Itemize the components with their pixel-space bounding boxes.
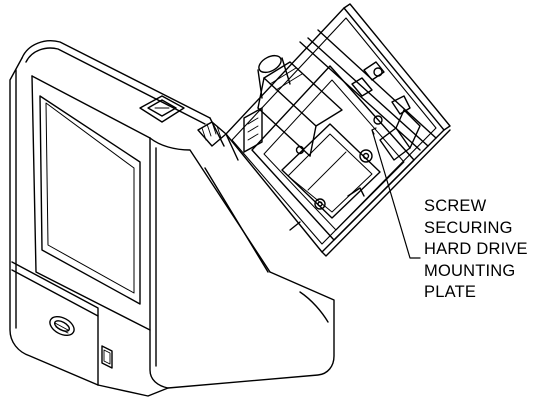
callout-line-2: SECURING: [424, 218, 513, 237]
screw-icon: [295, 115, 383, 210]
card-reader-slot-icon: [49, 315, 75, 337]
callout-line-3: HARD DRIVE: [424, 240, 528, 258]
callout-leader-line: [371, 127, 421, 259]
callout-line-1: SCREW: [424, 197, 487, 215]
hinged-chassis: [225, 3, 451, 257]
callout-label: SCREW SECURING HARD DRIVE MOUNTING PLATE: [424, 196, 528, 304]
power-switch-icon: [101, 345, 113, 369]
kiosk-base: [9, 40, 335, 397]
callout-line-5: PLATE: [424, 283, 477, 301]
display-screen: [39, 95, 141, 305]
callout-line-4: MOUNTING: [424, 261, 516, 280]
hard-drive: [243, 54, 343, 157]
top-indicator-pod: [139, 95, 185, 123]
